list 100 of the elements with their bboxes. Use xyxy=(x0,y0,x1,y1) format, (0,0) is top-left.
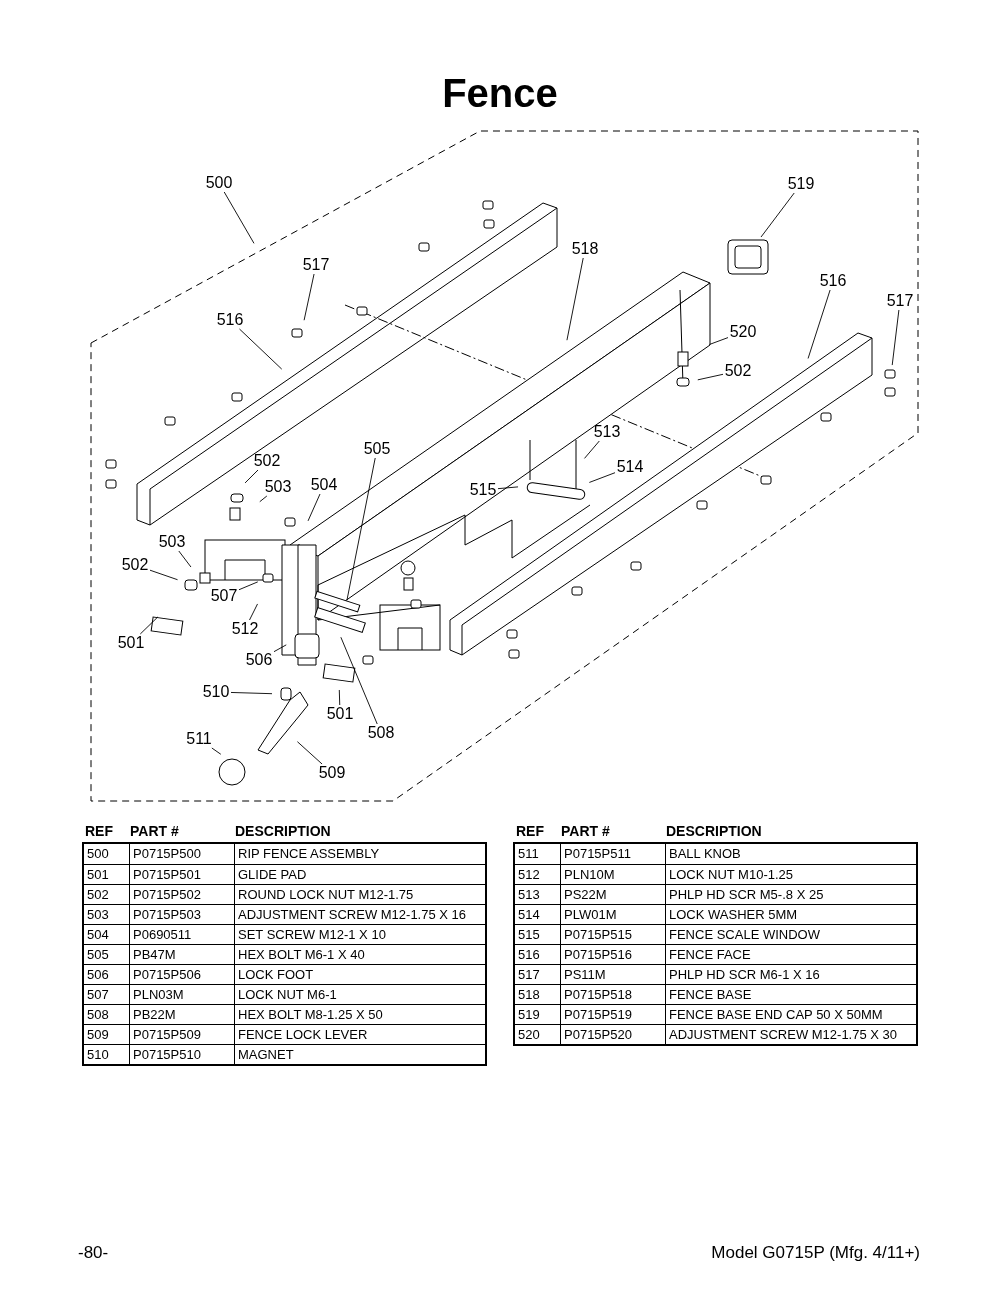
table-cell: P0690511 xyxy=(129,925,234,944)
callout-number: 502 xyxy=(120,556,150,574)
leader-line xyxy=(211,747,222,755)
table-cell: PHLP HD SCR M5-.8 X 25 xyxy=(665,885,916,904)
leader-line xyxy=(891,309,900,366)
callout-number: 518 xyxy=(570,240,600,258)
leader-line xyxy=(340,636,378,725)
table-cell: P0715P501 xyxy=(129,865,234,884)
callout-number: 510 xyxy=(201,683,231,701)
table-cell-text: 500 xyxy=(86,845,110,863)
leader-line xyxy=(760,192,795,238)
callout-number: 516 xyxy=(215,311,245,329)
callout-number: 515 xyxy=(468,481,498,499)
callout-number: 513 xyxy=(592,423,622,441)
callout-number: 502 xyxy=(723,362,753,380)
table-cell: ADJUSTMENT SCREW M12-1.75 X 30 xyxy=(665,1025,916,1044)
callout-number: 508 xyxy=(366,724,396,742)
table-cell: P0715P500 xyxy=(129,844,234,864)
table-cell: P0715P519 xyxy=(560,1005,665,1024)
table-cell: P0715P520 xyxy=(560,1025,665,1044)
table-cell-text: 512 xyxy=(517,866,541,884)
table-cell: P0715P503 xyxy=(129,905,234,924)
table-cell: P0715P515 xyxy=(560,925,665,944)
leader-line xyxy=(708,337,729,345)
table-cell-text: 505 xyxy=(86,946,110,964)
table-cell-text: 503 xyxy=(86,906,110,924)
table-cell-text: 504 xyxy=(86,926,110,944)
callout-number: 503 xyxy=(157,533,187,551)
leader-line xyxy=(296,741,323,765)
table-cell: PS22M xyxy=(560,885,665,904)
table-cell: LOCK WASHER 5MM xyxy=(665,905,916,924)
column-header: DESCRIPTION xyxy=(234,821,332,841)
table-cell-text: 515 xyxy=(517,926,541,944)
table-cell: BALL KNOB xyxy=(665,844,916,864)
column-header: PART # xyxy=(129,821,180,841)
table-cell: LOCK NUT M10-1.25 xyxy=(665,865,916,884)
callout-number: 506 xyxy=(244,651,274,669)
leader-line xyxy=(497,486,519,490)
page-number: -80- xyxy=(78,1242,109,1264)
leader-line xyxy=(223,191,255,244)
table-cell: FENCE BASE END CAP 50 X 50MM xyxy=(665,1005,916,1024)
callout-number: 514 xyxy=(615,458,645,476)
table-cell-text: 518 xyxy=(517,986,541,1004)
table-cell: HEX BOLT M8-1.25 X 50 xyxy=(234,1005,485,1024)
table-cell: ADJUSTMENT SCREW M12-1.75 X 16 xyxy=(234,905,485,924)
callout-number: 511 xyxy=(184,730,214,748)
table-cell: GLIDE PAD xyxy=(234,865,485,884)
leader-line xyxy=(303,273,315,321)
column-header: REF xyxy=(515,821,545,841)
table-cell-text: 501 xyxy=(86,866,110,884)
table-cell-text: 511 xyxy=(517,845,540,863)
table-cell: PS11M xyxy=(560,965,665,984)
callout-number: 509 xyxy=(317,764,347,782)
leader-line xyxy=(273,644,287,653)
table-cell-text: 509 xyxy=(86,1026,110,1044)
leader-line xyxy=(338,689,341,706)
table-cell: P0715P509 xyxy=(129,1025,234,1044)
table-cell: SET SCREW M12-1 X 10 xyxy=(234,925,485,944)
table-cell-text: 507 xyxy=(86,986,110,1004)
leader-line xyxy=(346,457,376,601)
table-cell: P0715P511 xyxy=(560,844,665,864)
leader-line xyxy=(697,373,724,381)
table-cell: RIP FENCE ASSEMBLY xyxy=(234,844,485,864)
table-cell-text: 516 xyxy=(517,946,541,964)
callout-number: 520 xyxy=(728,323,758,341)
callout-number: 502 xyxy=(252,452,282,470)
table-cell-text: 514 xyxy=(517,906,541,924)
table-cell: PB47M xyxy=(129,945,234,964)
callout-number: 517 xyxy=(301,256,331,274)
table-cell: FENCE FACE xyxy=(665,945,916,964)
table-cell: PB22M xyxy=(129,1005,234,1024)
table-cell: LOCK NUT M6-1 xyxy=(234,985,485,1004)
table-cell: FENCE SCALE WINDOW xyxy=(665,925,916,944)
leader-line xyxy=(588,472,616,483)
table-cell-text: 513 xyxy=(517,886,541,904)
callout-number: 519 xyxy=(786,175,816,193)
table-cell-text: 519 xyxy=(517,1006,541,1024)
leader-line xyxy=(249,603,258,621)
table-cell-text: 510 xyxy=(86,1046,110,1064)
callout-number: 512 xyxy=(230,620,260,638)
leader-line xyxy=(584,440,600,459)
model-info: Model G0715P (Mfg. 4/11+) xyxy=(711,1242,920,1264)
table-cell: ROUND LOCK NUT M12-1.75 xyxy=(234,885,485,904)
leader-line xyxy=(259,495,268,503)
table-cell: P0715P510 xyxy=(129,1045,234,1064)
table-cell: P0715P516 xyxy=(560,945,665,964)
table-cell: MAGNET xyxy=(234,1045,485,1064)
table-cell: FENCE BASE xyxy=(665,985,916,1004)
table-cell: PLN10M xyxy=(560,865,665,884)
table-cell: HEX BOLT M6-1 X 40 xyxy=(234,945,485,964)
table-cell: P0715P502 xyxy=(129,885,234,904)
page-title: Fence xyxy=(441,70,559,116)
leader-line xyxy=(307,493,321,522)
table-cell-text: 508 xyxy=(86,1006,110,1024)
leader-line xyxy=(139,616,159,635)
callout-number: 501 xyxy=(325,705,355,723)
table-cell: LOCK FOOT xyxy=(234,965,485,984)
callout-number: 504 xyxy=(309,476,339,494)
column-header: DESCRIPTION xyxy=(665,821,763,841)
table-cell-text: 520 xyxy=(517,1026,541,1044)
